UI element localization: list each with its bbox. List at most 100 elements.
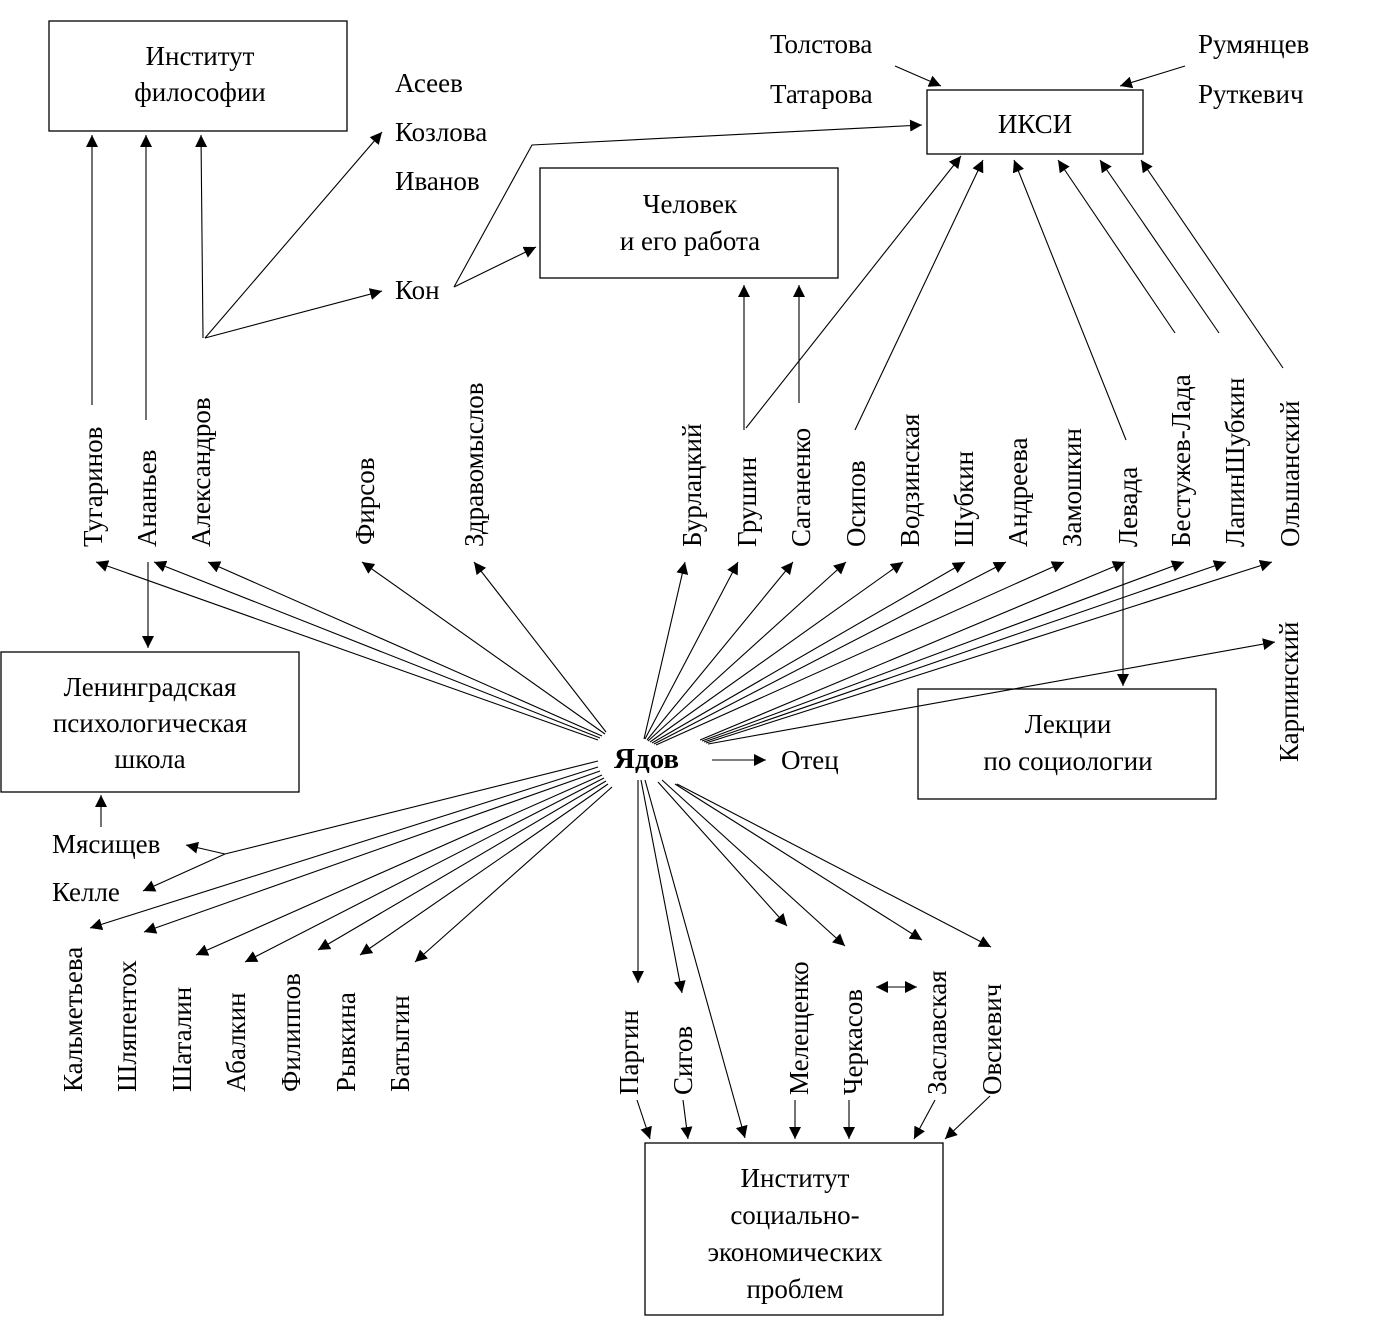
edge-yadov-shatalin [195, 774, 603, 956]
box-line: философии [134, 77, 265, 107]
box-line: и его работа [620, 226, 760, 256]
person-osipov: Осипов [841, 460, 871, 547]
edge-yadov-ryvkina [359, 783, 609, 956]
box-iksi: ИКСИ [926, 89, 1144, 155]
edge-yadov-bestuzhev-lada [701, 560, 1185, 742]
person-vodzinskaya: Водзинская [895, 414, 925, 547]
edge-tolstova-iksi [894, 65, 942, 87]
edge-yadov-saganenko [646, 561, 794, 741]
box-line: Институт [741, 1163, 850, 1193]
person-burlatsky: Бурлацкий [677, 424, 707, 547]
person-kozlova: Козлова [395, 117, 487, 147]
edge-yadov-tugarinov [95, 560, 599, 741]
person-filippov: Филиппов [276, 973, 306, 1092]
edge-yadov-batygin [414, 786, 613, 963]
box-man-and-work: Человек и его работа [539, 167, 839, 279]
edge-yadov-olshansky [705, 559, 1273, 744]
person-shlyapentokh: Шляпентох [112, 960, 142, 1092]
edge-yadov-aleksandrov [207, 561, 603, 737]
edge-yadov-andreeva [653, 561, 1007, 745]
person-ivanov: Иванов [395, 166, 480, 196]
center-node-yadov: Ядов [614, 743, 679, 775]
edge-yadov-cherkasov [661, 779, 846, 947]
person-tatarova: Татарова [770, 79, 873, 109]
edge-yadov-osipov [647, 561, 847, 742]
person-pargin: Паргин [614, 1010, 644, 1095]
person-saganenko: Саганенко [786, 428, 816, 547]
person-grushin: Грушин [732, 457, 762, 547]
person-aseev: Асеев [395, 68, 463, 98]
box-line: школа [114, 744, 185, 774]
edge-yadov-shubkin [651, 561, 966, 744]
box-line: социально- [730, 1200, 859, 1230]
person-andreeva: Андреева [1003, 437, 1033, 547]
box-line: ИКСИ [998, 109, 1072, 139]
person-meleshchenko: Мелещенко [784, 961, 814, 1095]
edge-yadov-ananyev [153, 560, 601, 739]
person-sigov: Сигов [668, 1026, 698, 1095]
edge-yadov-abalkin [244, 777, 605, 963]
edge-aleksandrov-kon [204, 288, 383, 339]
edge-yadov-kalmetyeva [89, 766, 599, 931]
person-ovsievich: Овсиевич [977, 984, 1007, 1095]
edge-yadov-lapin-shubkin [703, 560, 1227, 743]
edge-rumyantsev-iksi [1119, 65, 1186, 89]
edge-bestuzhev-iksi [1057, 159, 1176, 334]
person-zaslavskaya: Заславская [922, 970, 952, 1095]
box-lectures-sociology: Лекции по социологии [917, 688, 1217, 800]
person-abalkin: Абалкин [221, 992, 251, 1092]
person-olshansky: Ольшанский [1275, 400, 1305, 547]
edge-yadov-zamoshkin [655, 561, 1065, 746]
box-leningrad-psychological-school: Ленинградская психологическая школа [0, 651, 300, 793]
person-aleksandrov: Александров [186, 397, 216, 547]
person-bestuzhev-lada: Бестужев-Лада [1166, 374, 1196, 547]
edge-to-kelle [142, 853, 226, 892]
person-levada: Левада [1113, 467, 1143, 547]
person-tugarinov: Тугаринов [78, 427, 108, 547]
box-line: Институт [146, 41, 255, 71]
edge-yadov-meleshchenko [657, 781, 788, 927]
edge-to-myasishchev [185, 841, 226, 855]
person-ananyev: Ананьев [132, 450, 162, 547]
edge-yadov-firsov [361, 561, 606, 735]
edge-yadov-zaslavskaya [674, 783, 923, 941]
box-line: по социологии [983, 746, 1152, 776]
person-kon: Кон [395, 275, 440, 305]
person-kelle: Келле [52, 877, 120, 907]
edge-ovsievich-isep [944, 1095, 991, 1140]
edge-yadov-sigov [640, 779, 686, 994]
edge-yadov-myasishchev-kelle [224, 760, 599, 855]
edge-levada-iksi [1012, 159, 1127, 441]
person-zdravomyslov: Здравомыслов [459, 382, 489, 547]
box-line: Ленинградская [64, 672, 237, 702]
edge-sigov-isep [680, 1099, 693, 1140]
edge-yadov-zdravomyslov [473, 561, 607, 733]
edge-yadov-shlyapentokh [143, 770, 601, 934]
edge-lapin-shubkin-iksi [1099, 159, 1220, 334]
person-lapin-shubkin: ЛапинШубкин [1220, 378, 1250, 547]
box-line: Лекции [1025, 709, 1112, 739]
edge-olshansky-iksi [1140, 159, 1284, 369]
person-shubkin: Шубкин [949, 451, 979, 547]
edge-yadov-levada [699, 561, 1126, 741]
person-kalmetyeva: Кальметьева [58, 947, 88, 1092]
person-karpinsky: Карпинский [1274, 622, 1304, 762]
person-firsov: Фирсов [350, 457, 380, 545]
person-rumyantsev: Румянцев [1198, 29, 1309, 59]
person-cherkasov: Черкасов [838, 989, 868, 1095]
edge-yadov-isep-direct [644, 779, 748, 1139]
edge-aleksandrov-kozlova [204, 131, 383, 339]
box-line: психологическая [53, 708, 247, 738]
box-line: экономических [707, 1237, 883, 1267]
box-institute-socio-economic-problems: Институт социально- экономических пробле… [644, 1142, 944, 1316]
edges [86, 65, 1284, 1140]
edge-yadov-grushin [644, 561, 739, 740]
edge-aleksandrov-philosophy [195, 134, 208, 339]
edge-yadov-filippov [317, 780, 607, 951]
edge-osipov-iksi [854, 159, 984, 431]
person-ryvkina: Рывкина [331, 992, 361, 1092]
edge-yadov-ovsievich [676, 783, 992, 948]
edge-yadov-vodzinskaya [649, 561, 904, 743]
person-tolstova: Толстова [770, 29, 872, 59]
